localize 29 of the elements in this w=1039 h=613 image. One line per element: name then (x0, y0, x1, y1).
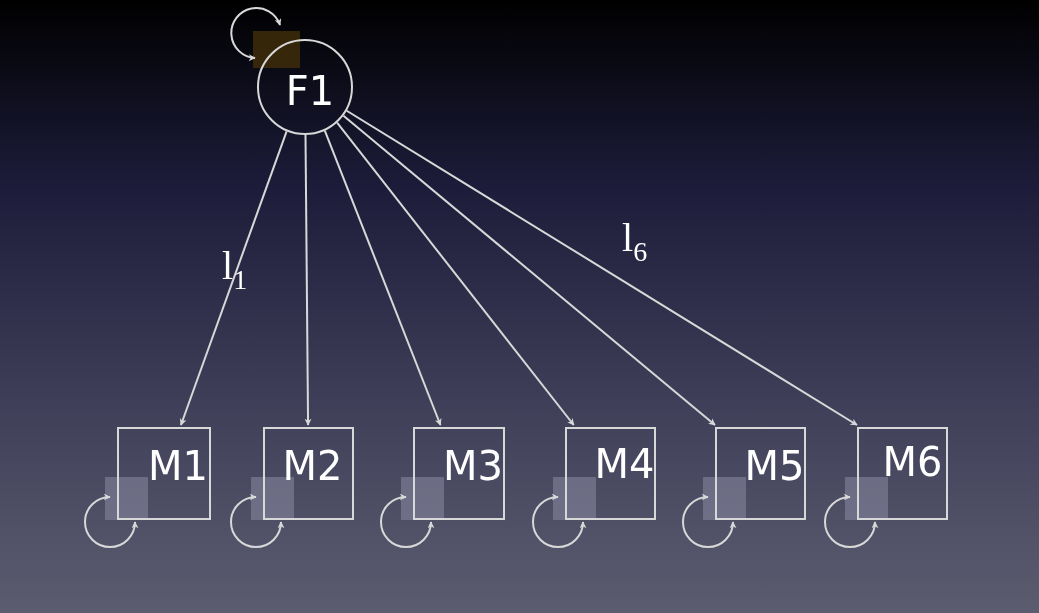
arrow (304, 134, 312, 426)
measure-box (117, 427, 211, 520)
self-loop-arrow (230, 7, 281, 61)
factor-circle (257, 39, 353, 135)
edge-label: l$_{6}$ (622, 218, 648, 266)
node-label: M2 (282, 442, 343, 489)
measure-box (413, 427, 505, 520)
arrow (345, 109, 858, 426)
node-label: M5 (744, 442, 805, 489)
measure-box (715, 427, 806, 520)
measure-box (263, 427, 354, 520)
self-loop-arrow (532, 493, 587, 548)
node-label: M1 (148, 442, 208, 489)
edge-label: l$_{1}$ (222, 246, 248, 294)
measure-box (565, 427, 656, 520)
self-loop-arrow (230, 493, 285, 548)
node-label: M6 (882, 438, 943, 485)
node-label: F1 (285, 68, 335, 114)
self-loop-arrow (824, 493, 879, 548)
self-loop-arrow (682, 493, 737, 548)
node-label: M4 (594, 440, 655, 487)
node-label: M3 (443, 442, 503, 489)
arrow (342, 114, 716, 426)
measure-box (857, 427, 948, 520)
self-loop-arrow (380, 493, 435, 548)
self-loop-arrow (84, 493, 139, 548)
arrow (336, 121, 575, 426)
arrow (179, 130, 288, 426)
arrow (323, 129, 442, 426)
